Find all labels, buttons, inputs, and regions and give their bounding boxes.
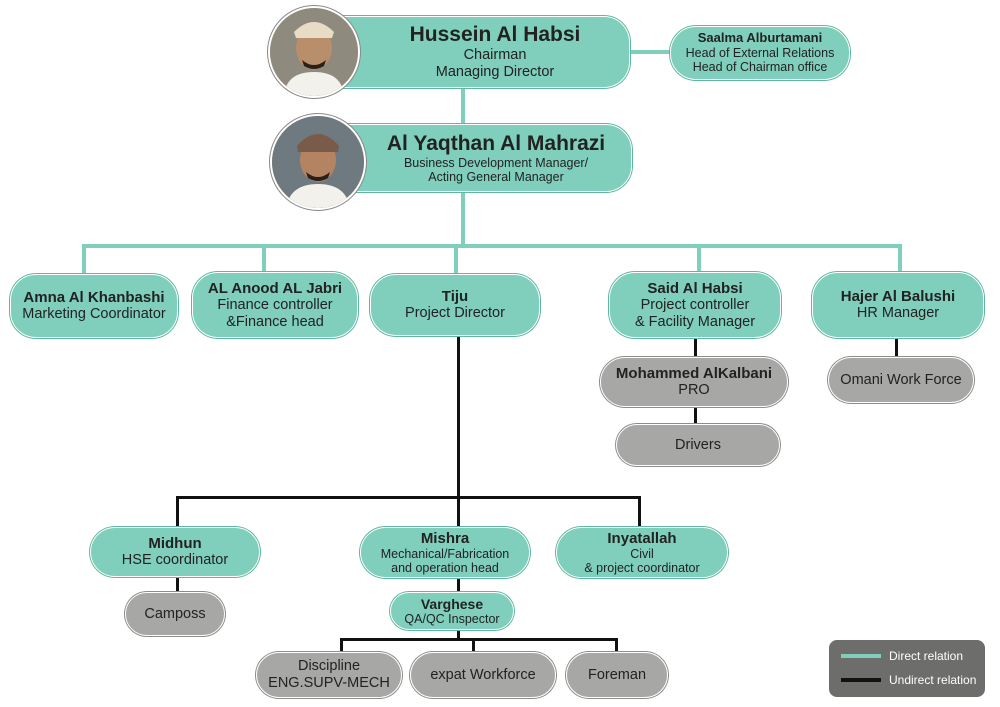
external-subtitle: Head of Chairman office xyxy=(692,60,828,75)
discipline-sublabel: ENG.SUPV-MECH xyxy=(268,675,390,691)
hse-title: HSE coordinator xyxy=(121,552,229,569)
line-drop-finance xyxy=(262,244,266,274)
line-drop-marketing xyxy=(82,244,86,278)
line-pd-bus xyxy=(176,496,641,499)
line-qa-down xyxy=(457,628,460,640)
line-pc-pro xyxy=(694,338,697,358)
omani-workforce-node: Omani Work Force xyxy=(828,357,974,403)
camposs-node: Camposs xyxy=(125,592,225,636)
qa-node: Varghese QA/QC Inspector xyxy=(390,592,514,630)
mechanical-node: Mishra Mechanical/Fabrication and operat… xyxy=(360,527,530,578)
legend: Direct relation Undirect relation xyxy=(829,640,985,697)
finance-title: Finance controller xyxy=(217,296,333,313)
civil-title: Civil xyxy=(630,546,654,561)
project-controller-node: Said Al Habsi Project controller & Facil… xyxy=(609,272,781,338)
line-drop-expat xyxy=(472,638,475,654)
line-department-bus xyxy=(82,244,902,248)
line-qa-bus xyxy=(340,638,618,641)
chairman-title: Chairman xyxy=(463,47,527,64)
legend-direct: Direct relation xyxy=(841,649,963,663)
civil-subtitle: & project coordinator xyxy=(584,561,700,576)
chairman-photo xyxy=(268,6,360,98)
drivers-label: Drivers xyxy=(675,436,721,453)
marketing-node: Amna Al Khanbashi Marketing Coordinator xyxy=(10,274,178,338)
project-controller-subtitle: & Facility Manager xyxy=(634,313,756,330)
finance-subtitle: &Finance head xyxy=(226,313,324,330)
chairman-name: Hussein Al Habsi xyxy=(409,23,581,47)
line-drop-civil xyxy=(638,496,641,528)
qa-title: QA/QC Inspector xyxy=(404,611,500,626)
external-name: Saalma Alburtamani xyxy=(697,30,823,46)
mechanical-title: Mechanical/Fabrication xyxy=(380,546,510,561)
project-director-title: Project Director xyxy=(405,305,505,322)
project-controller-name: Said Al Habsi xyxy=(647,279,743,297)
line-drop-discipline xyxy=(340,638,343,654)
line-hse-camposs xyxy=(176,576,179,594)
line-hr-omani xyxy=(895,338,898,358)
mechanical-name: Mishra xyxy=(420,529,470,547)
line-drop-project-controller xyxy=(697,244,701,274)
hr-node: Hajer Al Balushi HR Manager xyxy=(812,272,984,338)
marketing-title: Marketing Coordinator xyxy=(22,306,166,323)
finance-name: AL Anood AL Jabri xyxy=(207,279,343,297)
external-title: Head of External Relations xyxy=(685,46,835,61)
marketing-name: Amna Al Khanbashi xyxy=(23,289,165,307)
pro-title: PRO xyxy=(678,382,710,399)
line-pd-down xyxy=(457,336,460,529)
civil-node: Inyatallah Civil & project coordinator xyxy=(556,527,728,578)
hr-title: HR Manager xyxy=(856,305,940,322)
qa-name: Varghese xyxy=(420,595,484,612)
line-drop-foreman xyxy=(615,638,618,654)
line-chairman-external xyxy=(628,50,672,54)
gm-name: Al Yaqthan Al Mahrazi xyxy=(386,131,606,155)
pro-node: Mohammed AlKalbani PRO xyxy=(600,357,788,407)
hr-name: Hajer Al Balushi xyxy=(840,288,956,306)
project-director-node: Tiju Project Director xyxy=(370,274,540,336)
line-chairman-gm xyxy=(461,86,465,126)
gm-subtitle: Acting General Manager xyxy=(428,170,564,185)
pro-name: Mohammed AlKalbani xyxy=(615,365,773,383)
gm-photo xyxy=(270,114,366,210)
camposs-label: Camposs xyxy=(144,605,206,622)
line-pro-drivers xyxy=(694,405,697,427)
mechanical-subtitle: and operation head xyxy=(391,561,499,576)
finance-node: AL Anood AL Jabri Finance controller &Fi… xyxy=(192,272,358,338)
project-director-name: Tiju xyxy=(441,288,469,306)
civil-name: Inyatallah xyxy=(607,529,677,547)
legend-undirect: Undirect relation xyxy=(841,673,976,687)
line-drop-hse xyxy=(176,496,179,528)
omani-workforce-label: Omani Work Force xyxy=(840,371,962,388)
line-drop-project-director xyxy=(454,244,458,276)
line-mech-qa xyxy=(457,577,460,593)
line-drop-hr xyxy=(898,244,902,274)
discipline-node: Discipline ENG.SUPV-MECH xyxy=(256,652,402,698)
chairman-subtitle: Managing Director xyxy=(435,64,555,81)
legend-direct-label: Direct relation xyxy=(889,649,964,663)
external-relations-node: Saalma Alburtamani Head of External Rela… xyxy=(670,26,850,80)
legend-undirect-label: Undirect relation xyxy=(889,673,977,687)
foreman-label: Foreman xyxy=(587,666,647,683)
line-gm-down xyxy=(461,190,465,246)
hse-node: Midhun HSE coordinator xyxy=(90,527,260,577)
expat-workforce-node: expat Workforce xyxy=(410,652,556,698)
discipline-label: Discipline xyxy=(297,658,361,675)
project-controller-title: Project controller xyxy=(640,296,750,313)
expat-workforce-label: expat Workforce xyxy=(430,666,536,683)
gm-title: Business Development Manager/ xyxy=(403,155,589,170)
drivers-node: Drivers xyxy=(616,424,780,466)
hse-name: Midhun xyxy=(148,535,202,553)
foreman-node: Foreman xyxy=(566,652,668,698)
undirect-line-swatch xyxy=(841,678,881,682)
direct-line-swatch xyxy=(841,654,881,658)
